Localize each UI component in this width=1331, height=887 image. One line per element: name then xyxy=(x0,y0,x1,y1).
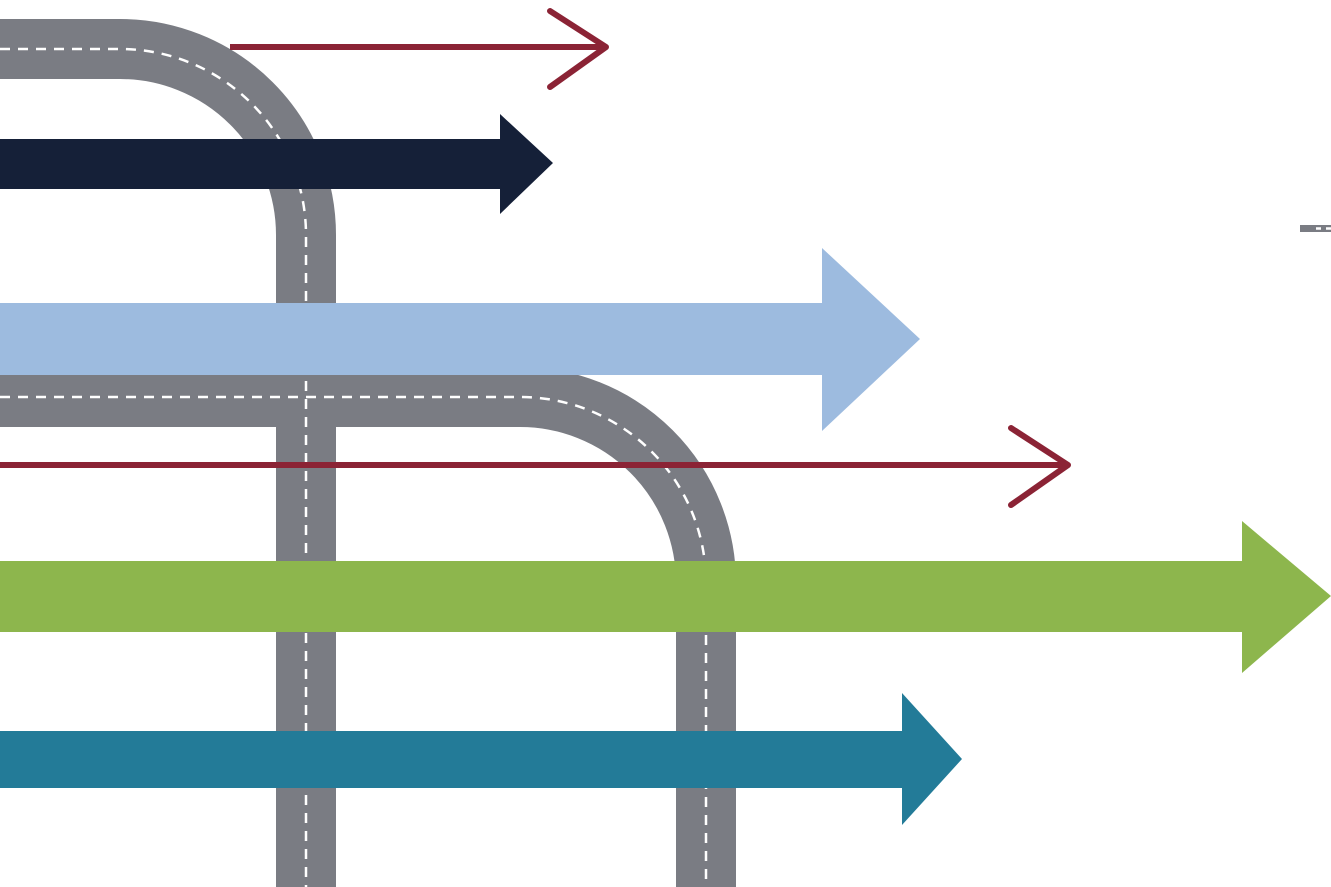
road-lower-marking xyxy=(0,395,708,887)
navy-arrow-icon xyxy=(0,114,553,214)
roads-layer xyxy=(0,19,1331,887)
arrows-layer xyxy=(0,8,1331,825)
road-upper-marking xyxy=(0,47,308,887)
road-far-right-stub-icon xyxy=(1300,225,1331,232)
green-arrow-icon xyxy=(0,521,1331,673)
thin-arrow-middle-icon xyxy=(0,425,1071,508)
road-lower-bend xyxy=(0,367,736,887)
teal-arrow-icon xyxy=(0,693,962,825)
thin-arrow-top-icon xyxy=(230,8,609,90)
light-blue-arrow-icon xyxy=(0,248,920,431)
